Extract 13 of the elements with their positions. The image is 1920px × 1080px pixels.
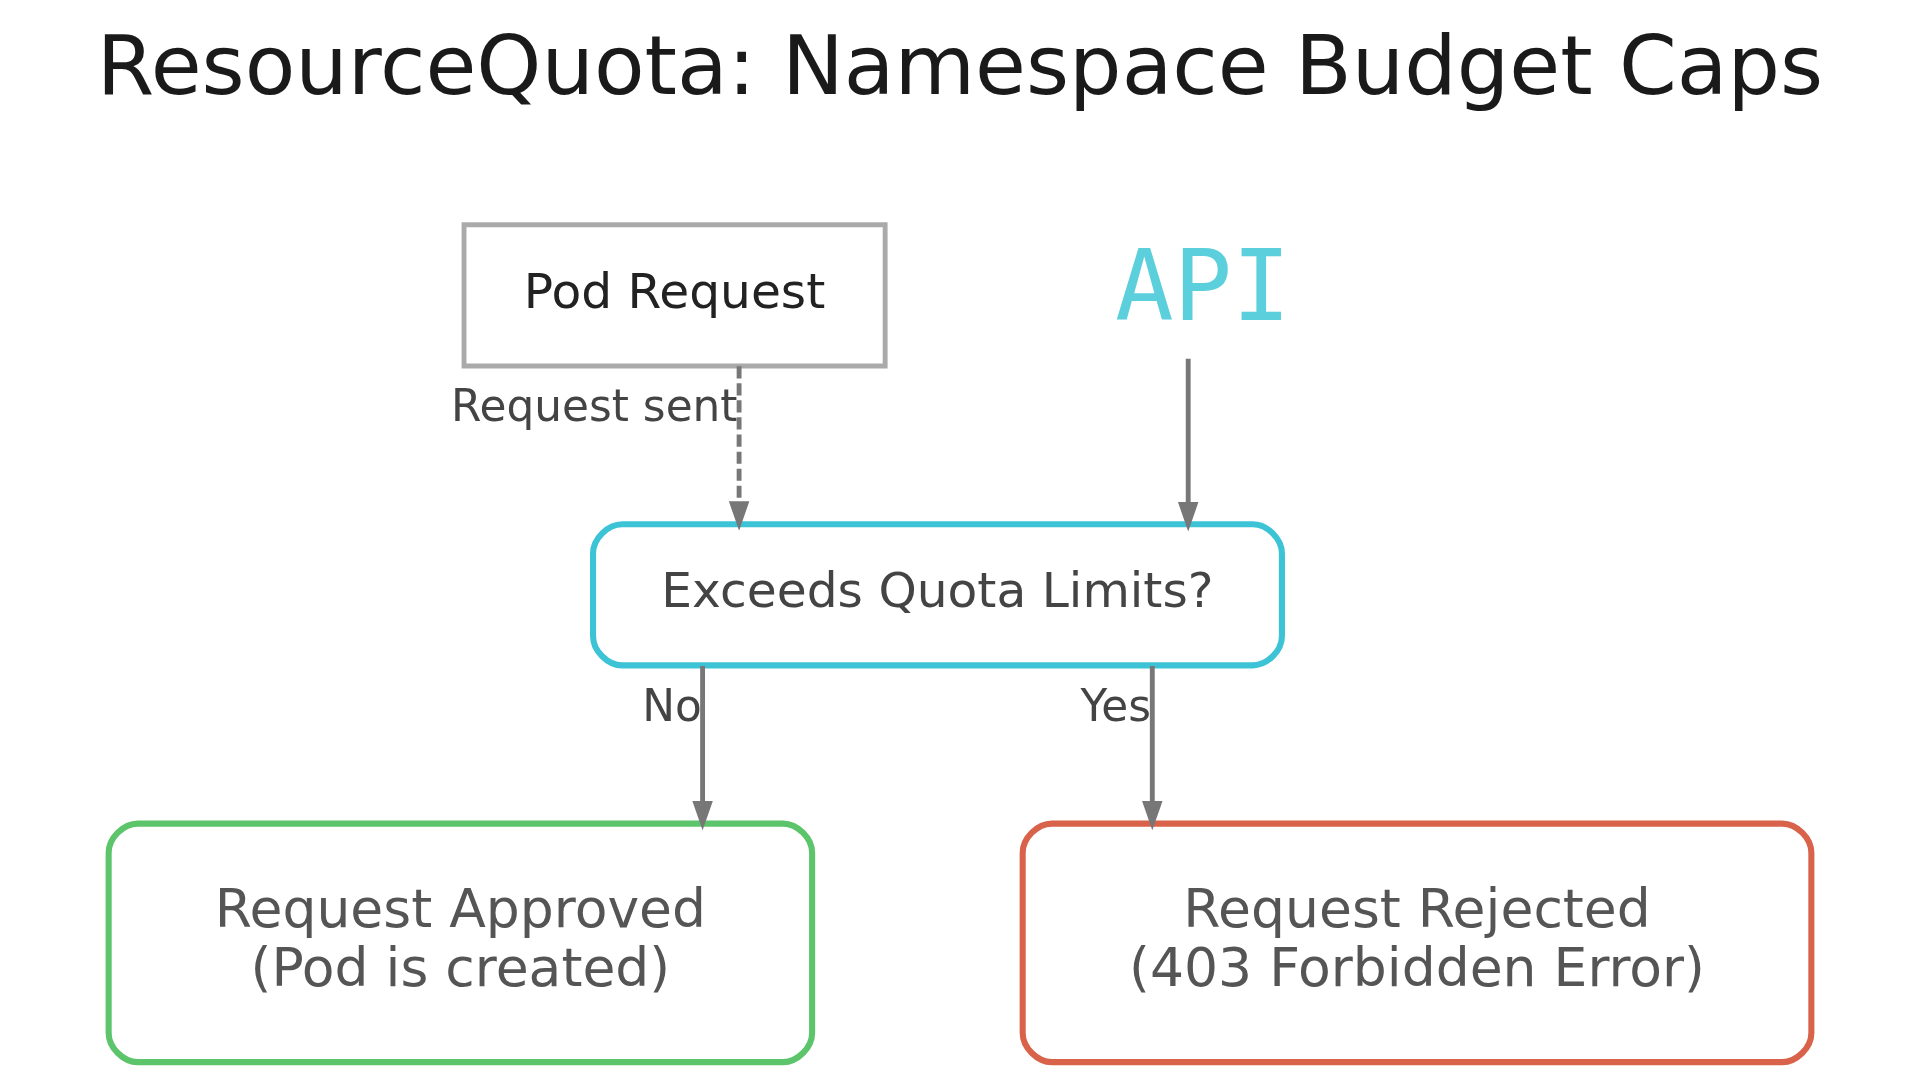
node-box: Exceeds Quota Limits? (590, 521, 1285, 669)
node-box: Pod Request (461, 222, 888, 369)
arrow (692, 666, 713, 831)
arrow (1177, 358, 1199, 532)
node-text: API (1114, 229, 1291, 343)
arrow (1142, 666, 1163, 831)
diagram-title: ResourceQuota: Namespace Budget Caps (96, 16, 1824, 114)
edge-label: No (642, 680, 702, 732)
node-box: Request Approved (Pod is created) (105, 820, 816, 1066)
edge-label: Yes (1080, 680, 1152, 732)
arrow (728, 366, 750, 531)
node-box: Request Rejected (403 Forbidden Error) (1019, 820, 1815, 1066)
edge-label: Request sent (451, 380, 738, 432)
